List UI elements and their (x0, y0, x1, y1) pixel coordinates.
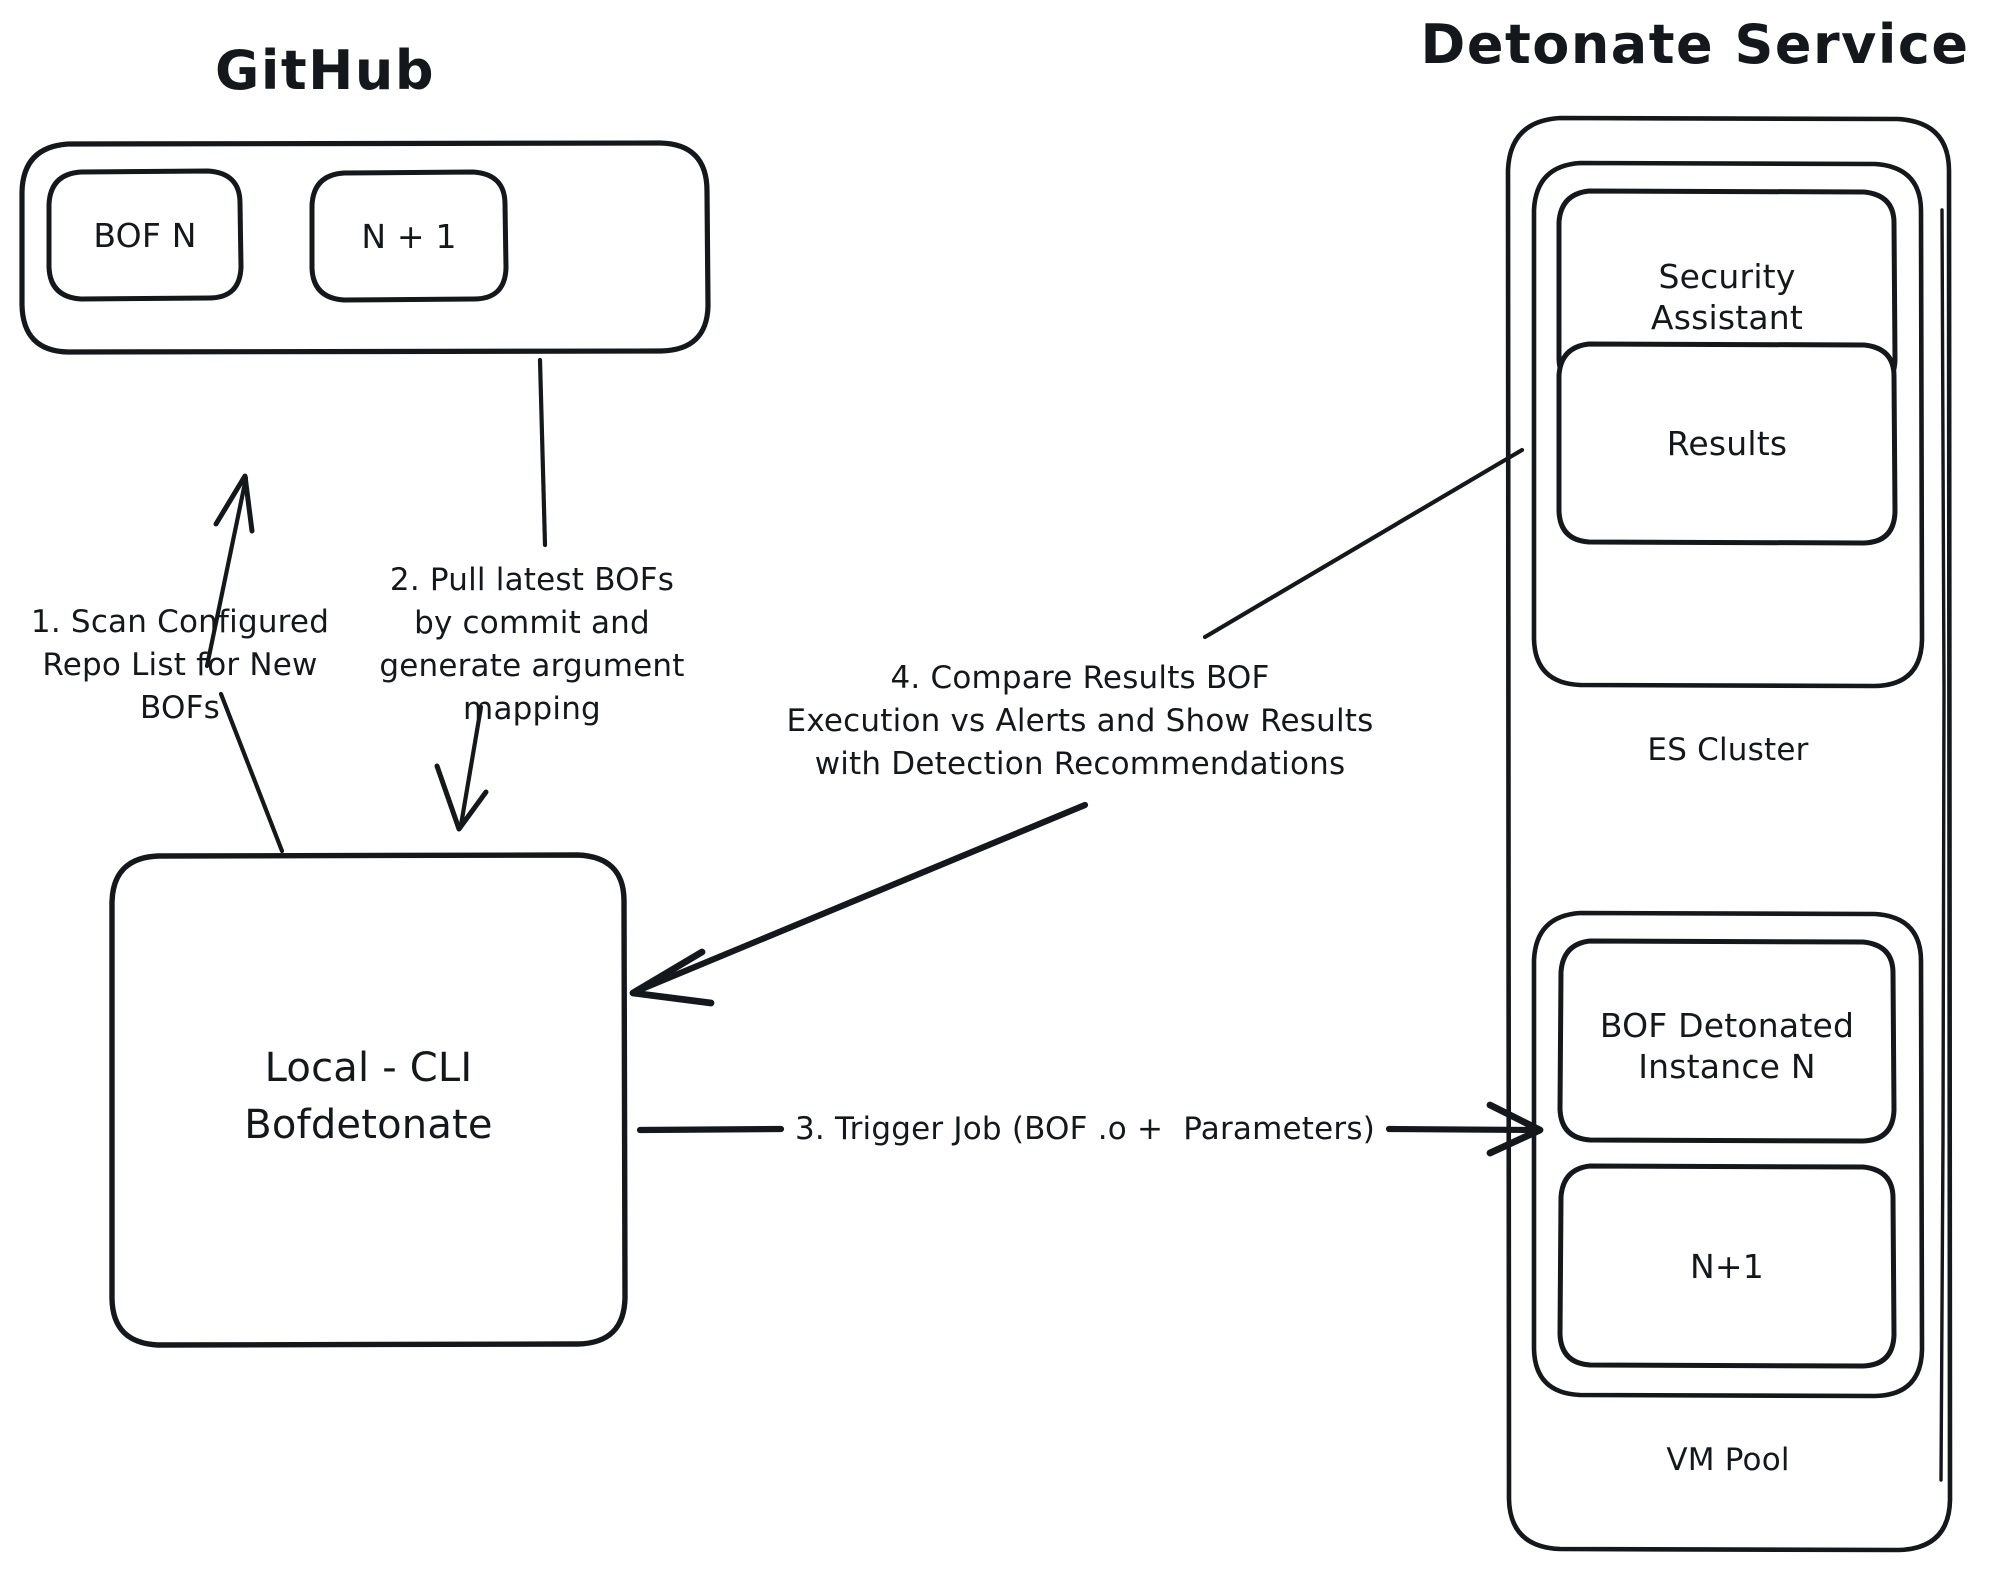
node-bof-detonated-line-2: Instance N (1638, 1047, 1816, 1086)
edge-step-1-label-line-2: Repo List for New (42, 647, 318, 683)
edge-step-2-label-line-4: mapping (463, 691, 601, 727)
local-cli-line-1: Local - CLI (264, 1045, 473, 1091)
node-n-plus-1-vm-label: N+1 (1690, 1247, 1764, 1286)
edge-step-4 (629, 447, 1525, 1007)
edge-step-4-label-line-1: 4. Compare Results BOF (890, 660, 1270, 696)
vm-pool-label: VM Pool (1666, 1442, 1790, 1478)
edge-step-2-label-line-3: generate argument (379, 648, 685, 684)
edge-step-1-label-line-3: BOFs (140, 690, 220, 726)
edge-step-3 (636, 1101, 1544, 1157)
node-bof-detonated-instance-n[interactable] (1557, 938, 1897, 1144)
edge-step-2-label-line-2: by commit and (414, 605, 650, 641)
edge-step-1 (204, 473, 285, 854)
node-results-label: Results (1666, 424, 1788, 463)
node-security-assistant-line-1: Security (1658, 257, 1796, 296)
edge-step-4-label-line-2: Execution vs Alerts and Show Results (786, 703, 1374, 739)
node-bof-detonated-line-1: BOF Detonated (1599, 1006, 1855, 1045)
node-n-plus-1-vm[interactable] (1557, 1163, 1897, 1369)
node-results[interactable] (1556, 341, 1898, 546)
edge-step-3-label: 3. Trigger Job (BOF .o + Parameters) (794, 1111, 1376, 1147)
detonate-service-title: Detonate Service (1420, 13, 1970, 76)
edge-step-1-label-line-1: 1. Scan Configured (30, 604, 330, 640)
node-security-assistant-line-2: Assistant (1650, 298, 1804, 337)
local-cli-line-2: Bofdetonate (244, 1102, 493, 1148)
github-title: GitHub (215, 39, 435, 102)
edge-step-2-label-line-1: 2. Pull latest BOFs (389, 562, 675, 598)
node-n-plus-1[interactable] (309, 169, 509, 303)
edge-step-4-label-line-3: with Detection Recommendations (814, 746, 1346, 782)
es-cluster-label: ES Cluster (1647, 732, 1809, 768)
node-n-plus-1-label: N + 1 (361, 217, 457, 256)
edge-step-2 (434, 357, 548, 832)
node-bof-n[interactable] (46, 168, 244, 302)
node-bof-n-label: BOF N (93, 216, 197, 255)
node-local-cli-bofdetonate[interactable] (109, 852, 628, 1348)
